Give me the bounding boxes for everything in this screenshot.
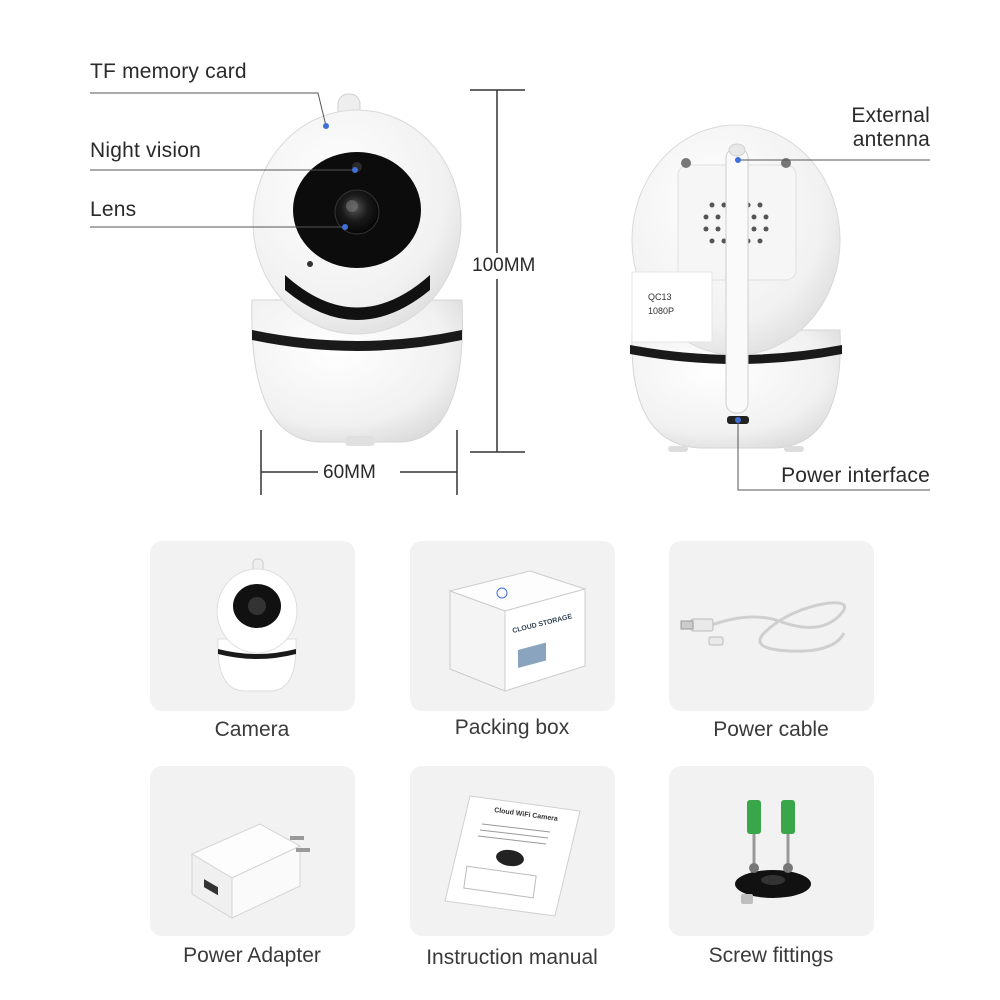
item-card-camera bbox=[150, 541, 355, 711]
item-card-power-cable bbox=[669, 541, 874, 711]
callout-external-antenna-line2: antenna bbox=[852, 128, 930, 151]
back-callout-lines bbox=[735, 157, 930, 491]
camera-thumbnail bbox=[216, 558, 298, 692]
back-camera bbox=[630, 124, 842, 452]
item-caption-packing-box: Packing box bbox=[454, 716, 570, 739]
item-caption-camera: Camera bbox=[214, 718, 290, 741]
item-card-instruction-manual: Cloud WiFi Camera bbox=[410, 766, 615, 936]
width-dimension bbox=[260, 430, 458, 495]
packing-box-thumbnail: CLOUD STORAGE bbox=[448, 570, 587, 692]
sticker-resolution: 1080P bbox=[648, 306, 675, 316]
callout-tf-memory-card: TF memory card bbox=[90, 60, 247, 83]
item-caption-screw-fittings: Screw fittings bbox=[708, 944, 834, 967]
callout-night-vision: Night vision bbox=[90, 139, 201, 162]
sticker-model: QC13 bbox=[648, 292, 672, 302]
instruction-manual-thumbnail: Cloud WiFi Camera bbox=[444, 795, 581, 917]
screw-fittings-thumbnail bbox=[735, 800, 811, 904]
item-card-screw-fittings bbox=[669, 766, 874, 936]
power-adapter-thumbnail bbox=[190, 823, 310, 919]
item-caption-power-cable: Power cable bbox=[713, 718, 829, 741]
product-diagram bbox=[90, 89, 930, 495]
dimension-width-label: 60MM bbox=[323, 462, 376, 483]
dimension-height-label: 100MM bbox=[472, 253, 536, 279]
item-card-packing-box: CLOUD STORAGE bbox=[410, 541, 615, 711]
item-caption-power-adapter: Power Adapter bbox=[183, 944, 321, 967]
item-card-power-adapter bbox=[150, 766, 355, 936]
power-cable-thumbnail bbox=[680, 601, 847, 653]
callout-lens: Lens bbox=[90, 198, 137, 221]
front-camera bbox=[251, 93, 463, 446]
callout-external-antenna-line1: External bbox=[851, 104, 930, 127]
front-callout-lines bbox=[90, 92, 358, 230]
callout-power-interface: Power interface bbox=[781, 464, 930, 487]
label-sticker: QC13 1080P bbox=[648, 290, 674, 318]
item-caption-instruction-manual: Instruction manual bbox=[426, 946, 598, 969]
